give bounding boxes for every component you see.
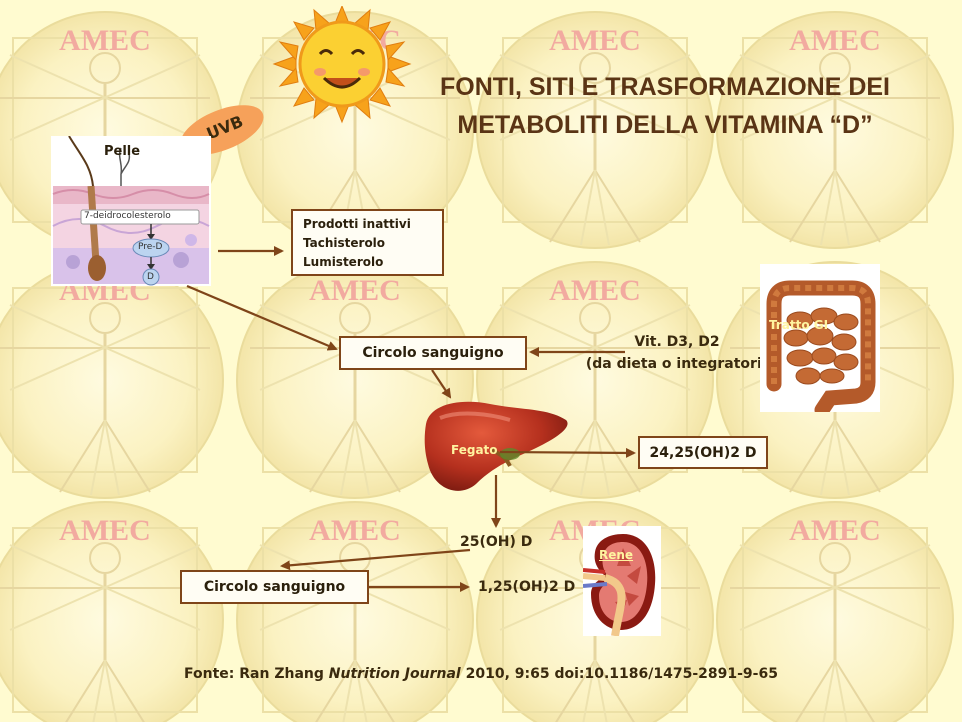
intestine-illustration bbox=[766, 280, 876, 412]
page-title: FONTI, SITI E TRASFORMAZIONE DEI METABOL… bbox=[400, 68, 930, 144]
arrow-25-to-circulation bbox=[280, 548, 471, 571]
pre-d-label: Pre-D bbox=[138, 242, 163, 252]
gi-label: Tratto GI bbox=[769, 318, 829, 332]
skin-title: Pelle bbox=[104, 144, 141, 159]
title-line-1: FONTI, SITI E TRASFORMAZIONE DEI bbox=[440, 73, 890, 101]
diet-line-2: (da dieta o integratori) bbox=[585, 356, 769, 372]
inactive-line-1: Prodotti inattivi bbox=[303, 217, 411, 231]
watermark-text: AMEC bbox=[309, 514, 401, 547]
watermark-text: AMEC bbox=[789, 514, 881, 547]
diet-line-1: Vit. D3, D2 bbox=[634, 334, 720, 350]
watermark-text: AMEC bbox=[59, 514, 151, 547]
liver-label: Fegato bbox=[451, 443, 498, 457]
watermark-text: AMEC bbox=[549, 274, 641, 307]
arrow-liver-to-24-25 bbox=[499, 447, 636, 458]
metabolite-24-25-label: 24,25(OH)2 D bbox=[649, 444, 757, 461]
inactive-line-3: Lumisterolo bbox=[303, 255, 384, 269]
kidney-illustration bbox=[583, 534, 656, 636]
source-suffix: 2010, 9:65 doi:10.1186/1475-2891-9-65 bbox=[460, 666, 778, 682]
metabolite-25-label: 25(OH) D bbox=[460, 534, 533, 550]
smiling-sun-icon bbox=[272, 6, 412, 124]
precursor-label: 7-deidrocolesterolo bbox=[84, 211, 171, 221]
source-journal: Nutrition Journal bbox=[328, 666, 461, 682]
kidney-label: Rene bbox=[599, 548, 634, 562]
circulation-bottom-box: Circolo sanguigno bbox=[180, 570, 369, 604]
watermark-text: AMEC bbox=[309, 274, 401, 307]
circulation-top-box: Circolo sanguigno bbox=[339, 336, 527, 370]
metabolite-1-25-label: 1,25(OH)2 D bbox=[478, 579, 576, 595]
arrow-circulation-to-liver bbox=[431, 369, 452, 399]
metabolite-24-25-box: 24,25(OH)2 D bbox=[638, 436, 768, 469]
inactive-line-2: Tachisterolo bbox=[303, 236, 386, 250]
source-prefix: Fonte: Ran Zhang bbox=[184, 666, 329, 682]
watermark-text: AMEC bbox=[789, 24, 881, 57]
arrow-skin-to-circulation bbox=[186, 284, 338, 351]
diet-source: Vit. D3, D2 (da dieta o integratori) bbox=[577, 331, 777, 375]
d-label: D bbox=[147, 272, 154, 282]
title-line-2: METABOLITI DELLA VITAMINA “D” bbox=[457, 111, 873, 139]
skin-cross-section-illustration bbox=[52, 136, 210, 286]
circulation-bottom-label: Circolo sanguigno bbox=[203, 579, 346, 595]
watermark-text: AMEC bbox=[59, 24, 151, 57]
source-citation: Fonte: Ran Zhang Nutrition Journal 2010,… bbox=[0, 666, 962, 682]
circulation-top-label: Circolo sanguigno bbox=[362, 345, 504, 361]
watermark-text: AMEC bbox=[549, 24, 641, 57]
inactive-products-box: Prodotti inattivi Tachisterolo Lumistero… bbox=[291, 209, 444, 276]
